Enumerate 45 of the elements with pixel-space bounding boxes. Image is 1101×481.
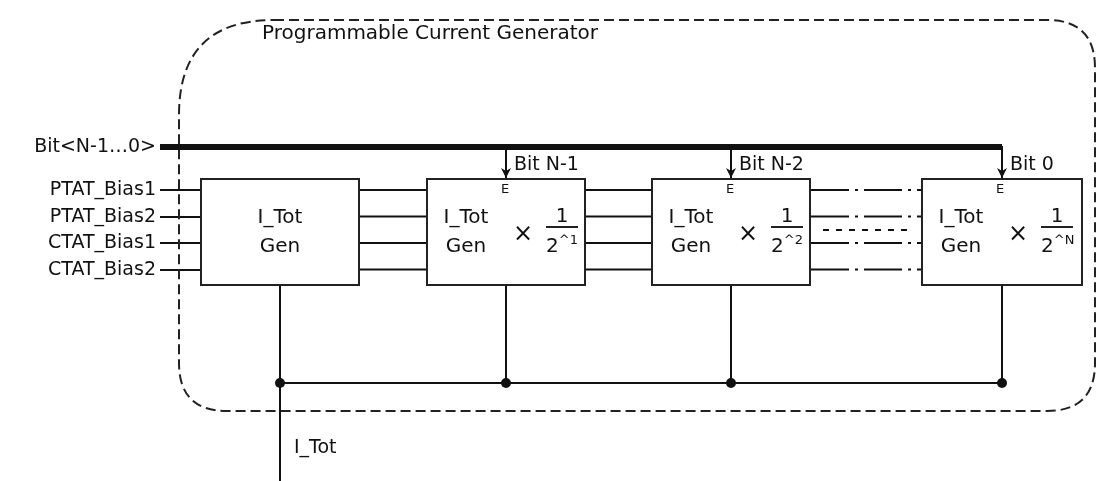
scaled-generator-block [426,178,586,286]
block-label: I_Tot Gen [256,203,304,259]
wire [810,242,922,244]
block-label: I_Tot Gen [937,203,985,259]
wire [159,189,201,191]
group-title: Programmable Current Generator [262,21,599,43]
wire [359,268,427,271]
enable-pin-label: E [501,182,510,197]
scaled-generator-block [921,178,1083,286]
wire [585,268,652,271]
generator-block [200,178,360,286]
wire [359,189,427,191]
signal-name: PTAT_Bias2 [49,205,156,226]
multiply-sign: × [513,220,534,247]
signal-name: CTAT_Bias1 [48,231,156,252]
scaled-generator-block [651,178,811,286]
wire [585,242,652,244]
wire [359,242,427,244]
signal-name: PTAT_Bias1 [49,178,156,199]
multiply-sign: × [738,220,759,247]
signal-name: CTAT_Bias2 [48,258,156,279]
enable-pin-label: E [726,182,735,197]
block-label: I_Tot Gen [667,203,715,259]
fraction-denominator: 2$^{^1}$ [546,233,578,256]
enable-pin-label: E [996,182,1005,197]
dashed-boundary [178,19,1096,412]
wire [159,269,201,271]
multiply-sign: × [1008,220,1029,247]
fraction-denominator: 2$^{^2}$ [771,233,803,256]
edge-label: I_Tot [292,436,339,457]
fraction-denominator: 2$^{^N}$ [1041,233,1075,256]
wire [810,268,922,271]
fraction-numerator: 1 [1041,204,1073,228]
fraction-numerator: 1 [771,204,803,228]
fraction-numerator: 1 [546,204,578,228]
arrow [159,146,1007,179]
signal-name: Bit<N-1…0> [34,135,156,156]
wire [159,242,201,244]
wire [585,189,652,191]
wire [359,215,427,218]
wire [810,189,922,191]
wire [159,216,201,218]
block-label: I_Tot Gen [442,203,490,259]
wire [585,215,652,218]
wire [810,215,922,218]
